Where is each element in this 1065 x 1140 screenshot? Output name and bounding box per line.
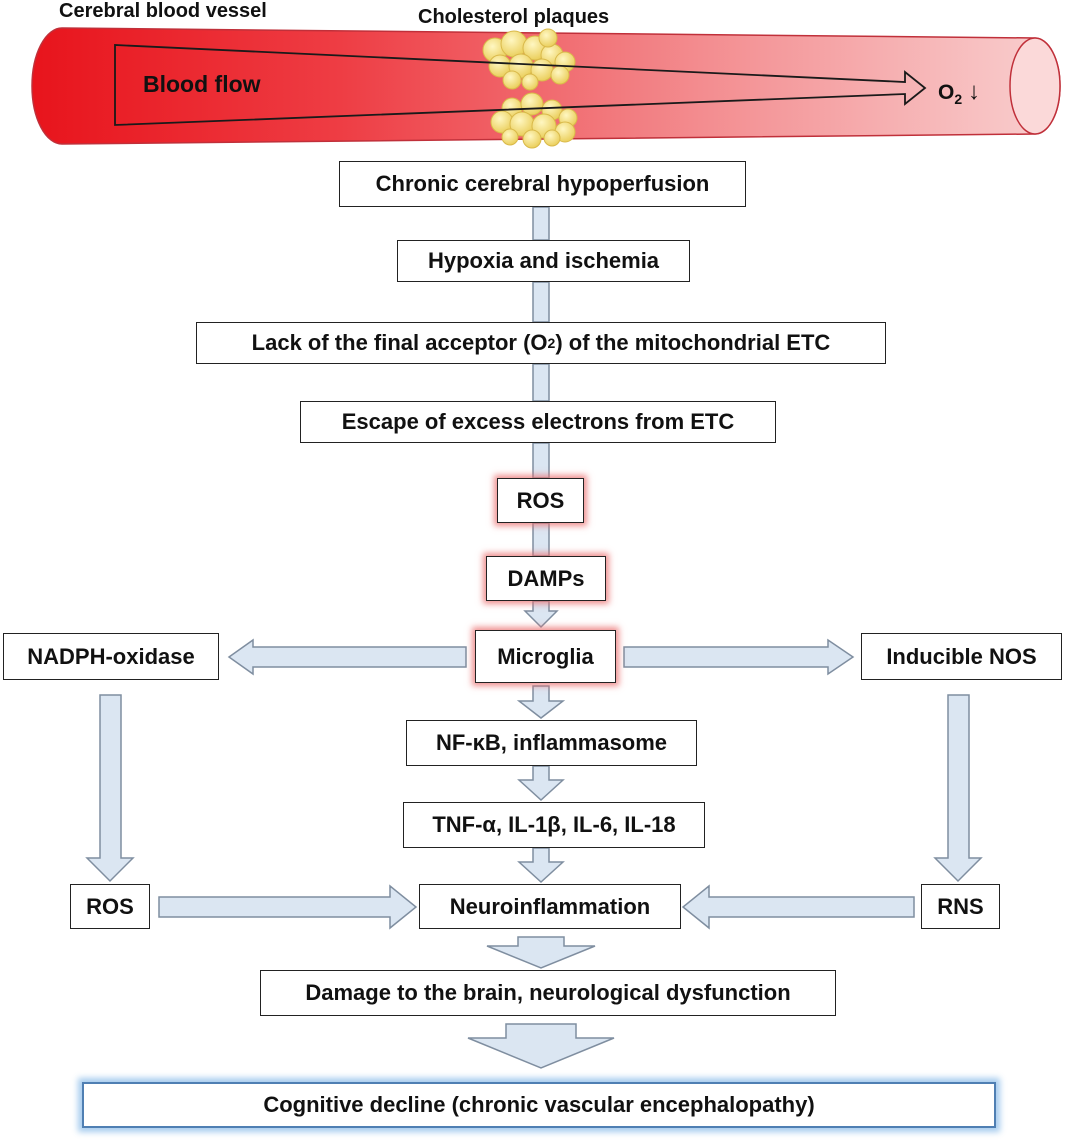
node-ros-center: ROS xyxy=(497,478,584,523)
node-hypoxia-ischemia: Hypoxia and ischemia xyxy=(397,240,690,282)
oxygen-subscript: 2 xyxy=(954,91,963,108)
connector-hypoxia-to-lack xyxy=(532,281,550,323)
connector-escape-to-ros xyxy=(532,442,550,479)
connector-hypoperfusion-to-hypoxia xyxy=(532,206,550,241)
blood-flow-arrow xyxy=(114,44,927,126)
plaque-top xyxy=(482,28,576,91)
node-inducible-nos: Inducible NOS xyxy=(861,633,1062,680)
blood-flow-label: Blood flow xyxy=(143,71,261,97)
connector-lack-to-escape xyxy=(532,363,550,402)
connector-ros-to-damps xyxy=(532,522,550,557)
lack-acceptor-subscript: 2 xyxy=(547,335,556,351)
arrow-damps-to-microglia xyxy=(523,600,559,629)
node-ros-left: ROS xyxy=(70,884,150,929)
lack-acceptor-text-start: Lack of the final acceptor (O xyxy=(251,330,548,355)
lack-acceptor-text-end: ) of the mitochondrial ETC xyxy=(555,330,831,355)
arrow-microglia-to-nfkb xyxy=(516,685,566,719)
arrow-cytokines-to-neuroinflammation xyxy=(517,847,565,884)
oxygen-symbol: O xyxy=(938,81,955,104)
down-arrow-icon: ↓ xyxy=(967,78,980,105)
node-electron-escape: Escape of excess electrons from ETC xyxy=(300,401,776,443)
vessel-lumen xyxy=(1009,37,1061,135)
node-brain-damage: Damage to the brain, neurological dysfun… xyxy=(260,970,836,1016)
arrow-microglia-to-inos xyxy=(623,638,855,676)
node-nadph-oxidase: NADPH-oxidase xyxy=(3,633,219,680)
node-nfkb-inflammasome: NF-κB, inflammasome xyxy=(406,720,697,766)
node-cognitive-decline: Cognitive decline (chronic vascular ence… xyxy=(82,1082,996,1128)
arrow-neuroinflammation-to-damage xyxy=(486,936,596,969)
arrow-ros-to-neuroinflammation xyxy=(158,884,418,930)
node-rns: RNS xyxy=(921,884,1000,929)
node-neuroinflammation: Neuroinflammation xyxy=(419,884,681,929)
arrow-damage-to-cognitive xyxy=(467,1023,615,1069)
plaques-label: Cholesterol plaques xyxy=(418,6,610,28)
node-cytokines: TNF-α, IL-1β, IL-6, IL-18 xyxy=(403,802,705,848)
node-damps: DAMPs xyxy=(486,556,606,601)
blood-vessel xyxy=(31,27,1061,145)
arrow-rns-to-neuroinflammation xyxy=(681,884,915,930)
arrow-nfkb-to-cytokines xyxy=(517,765,565,802)
node-hypoperfusion: Chronic cerebral hypoperfusion xyxy=(339,161,746,207)
arrow-microglia-to-nadph xyxy=(227,638,467,676)
arrow-inos-to-rns xyxy=(933,694,983,883)
node-microglia: Microglia xyxy=(475,630,616,683)
arrow-nadph-to-ros xyxy=(85,694,135,883)
oxygen-decrease-label: O2 ↓ xyxy=(938,78,980,107)
vessel-title: Cerebral blood vessel xyxy=(59,0,267,22)
